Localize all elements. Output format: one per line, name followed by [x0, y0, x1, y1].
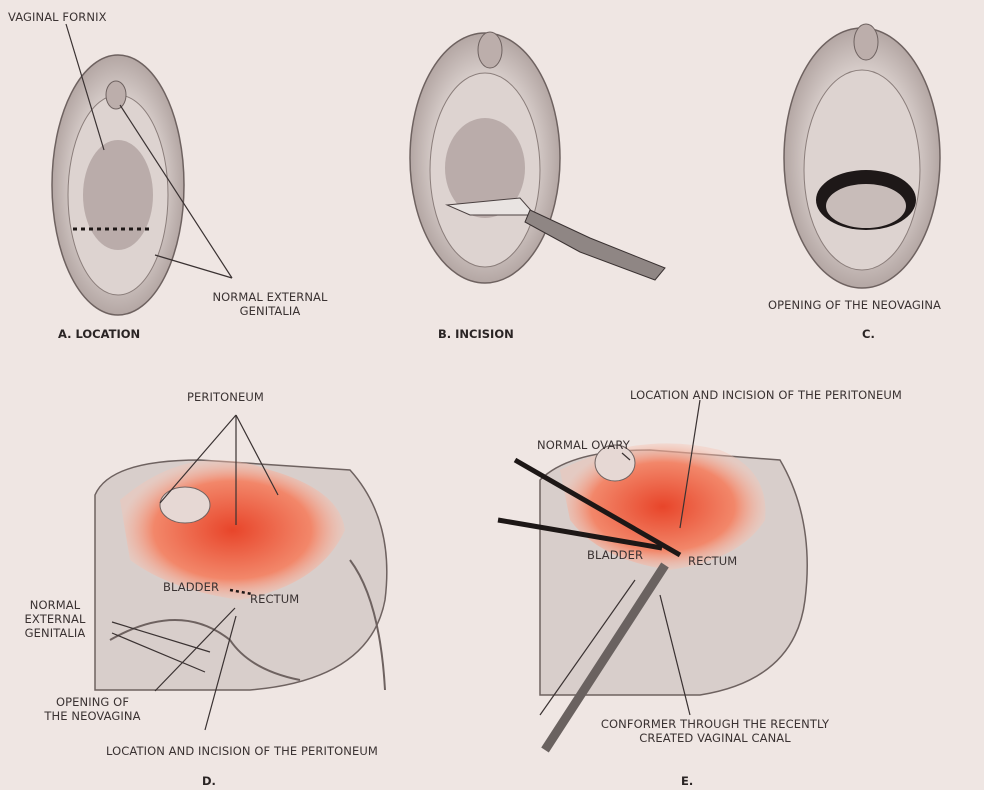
caption-a: A. LOCATION — [58, 327, 140, 341]
label-line-1: CONFORMER THROUGH THE RECENTLY — [590, 717, 840, 731]
panel-d-drawing — [95, 415, 387, 730]
label-opening-neovagina-d: OPENING OF THE NEOVAGINA — [15, 695, 170, 723]
caption-d: D. — [202, 774, 216, 788]
label-normal-external-genitalia: NORMAL EXTERNAL GENITALIA — [195, 290, 345, 318]
label-opening-neovagina: OPENING OF THE NEOVAGINA — [768, 298, 941, 312]
label-line-1: NORMAL EXTERNAL — [195, 290, 345, 304]
label-conformer: CONFORMER THROUGH THE RECENTLY CREATED V… — [590, 717, 840, 745]
label-bladder-e: BLADDER — [587, 548, 643, 562]
label-normal-external-genitalia-d: NORMAL EXTERNAL GENITALIA — [5, 598, 105, 640]
panel-a-drawing — [52, 24, 232, 315]
caption-c: C. — [862, 327, 875, 341]
caption-e: E. — [681, 774, 693, 788]
panel-b-drawing — [410, 32, 665, 283]
label-vaginal-fornix: VAGINAL FORNIX — [8, 10, 107, 24]
label-rectum: RECTUM — [250, 592, 299, 606]
label-normal-ovary: NORMAL OVARY — [537, 438, 630, 452]
caption-b: B. INCISION — [438, 327, 514, 341]
label-location-incision-peritoneum-e: LOCATION AND INCISION OF THE PERITONEUM — [630, 388, 902, 402]
label-peritoneum: PERITONEUM — [187, 390, 264, 404]
label-line-2: EXTERNAL — [5, 612, 105, 626]
panel-e-drawing — [498, 400, 807, 750]
label-bladder: BLADDER — [163, 580, 219, 594]
label-location-incision-peritoneum-d: LOCATION AND INCISION OF THE PERITONEUM — [106, 744, 378, 758]
label-line-3: GENITALIA — [5, 626, 105, 640]
label-line-2: CREATED VAGINAL CANAL — [590, 731, 840, 745]
label-rectum-e: RECTUM — [688, 554, 737, 568]
panel-c-drawing — [784, 24, 940, 288]
label-line-1: OPENING OF — [15, 695, 170, 709]
label-line-2: THE NEOVAGINA — [15, 709, 170, 723]
label-line-1: NORMAL — [5, 598, 105, 612]
label-line-2: GENITALIA — [195, 304, 345, 318]
